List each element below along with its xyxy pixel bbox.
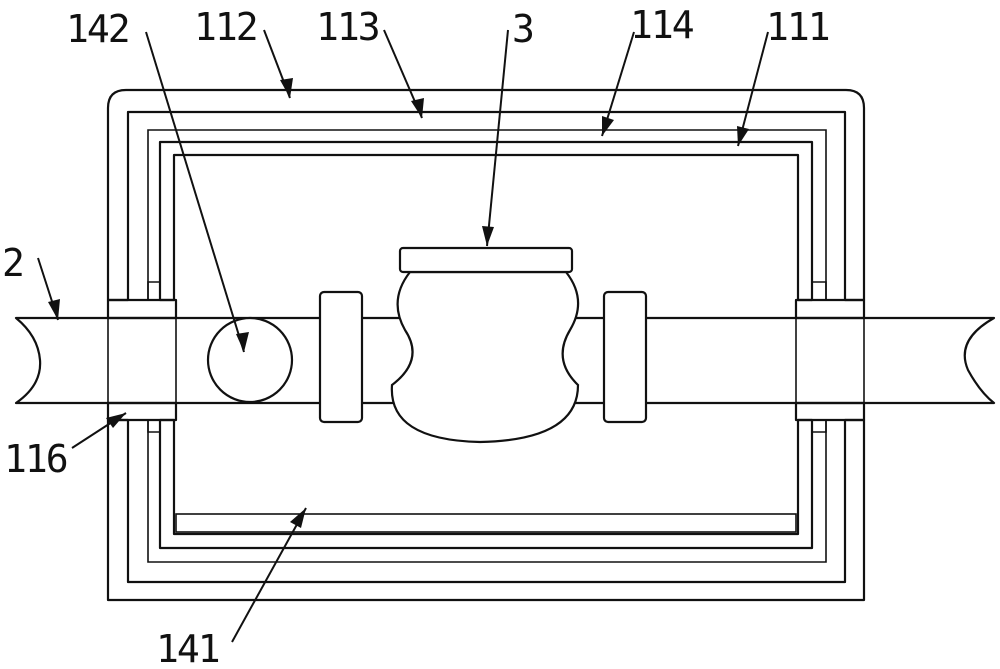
label-114: 114 [630,3,694,47]
label-113: 113 [316,5,379,49]
label-112: 112 [194,5,257,49]
sensor-disc [208,318,292,402]
label-142: 142 [66,7,129,51]
label-111: 111 [766,5,829,49]
right-flange [604,292,646,422]
label-141: 141 [156,627,219,669]
label-3: 3 [512,7,533,51]
meter-body [392,248,578,442]
label-2: 2 [2,241,23,285]
left-flange [320,292,362,422]
label-116: 116 [4,437,67,481]
